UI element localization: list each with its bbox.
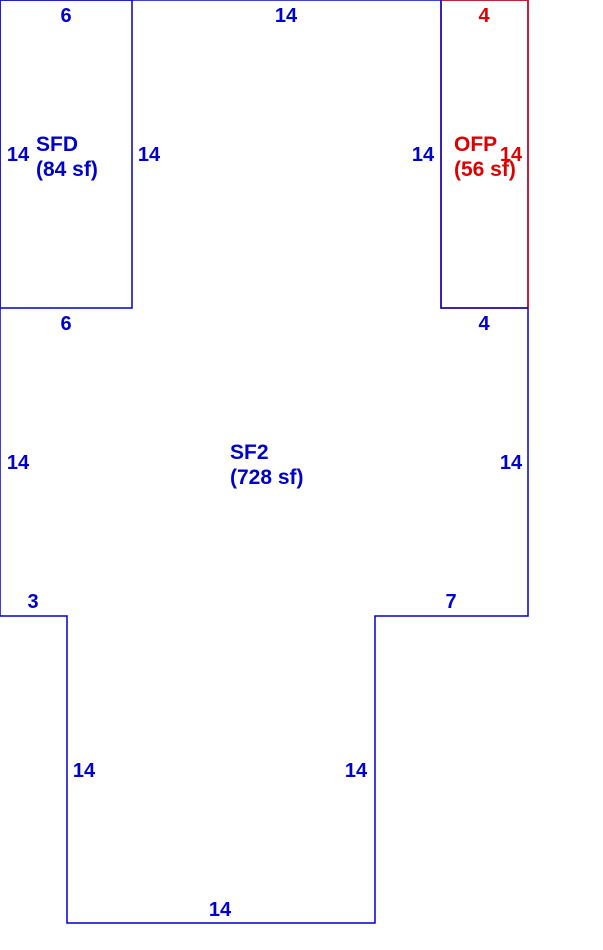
sf2-step-right-dim: 7 xyxy=(445,591,456,613)
sfd-right-dim: 14 xyxy=(138,144,161,166)
sfd-left-dim: 14 xyxy=(7,144,30,166)
sf2-lower-right-dim: 14 xyxy=(345,760,368,782)
sfd-top-dim: 6 xyxy=(60,5,71,27)
ofp-shared-edge xyxy=(440,0,528,309)
sfd-bottom-dim: 6 xyxy=(60,313,71,335)
sf2-lower-left-dim: 14 xyxy=(73,760,96,782)
sf2-step-left-dim: 3 xyxy=(27,591,38,613)
ofp-name-label: OFP xyxy=(454,133,497,156)
ofp-bottom-dim: 4 xyxy=(478,313,490,335)
sf2-upper-right-dim: 14 xyxy=(500,452,523,474)
ofp-right-dim: 14 xyxy=(500,144,523,166)
ofp-area-label: (56 sf) xyxy=(454,158,516,181)
sfd-area-label: (84 sf) xyxy=(36,158,98,181)
sf2-area-label: (728 sf) xyxy=(230,466,304,489)
sf2-bottom-dim: 14 xyxy=(209,899,232,921)
sfd-name-label: SFD xyxy=(36,133,78,156)
sfd-outline xyxy=(0,0,133,309)
ofp-top-dim: 4 xyxy=(478,5,490,27)
sf2-top-dim: 14 xyxy=(275,5,298,27)
sf2-upper-left-dim: 14 xyxy=(7,452,30,474)
ofp-left-dim: 14 xyxy=(412,144,435,166)
sf2-name-label: SF2 xyxy=(230,441,269,464)
